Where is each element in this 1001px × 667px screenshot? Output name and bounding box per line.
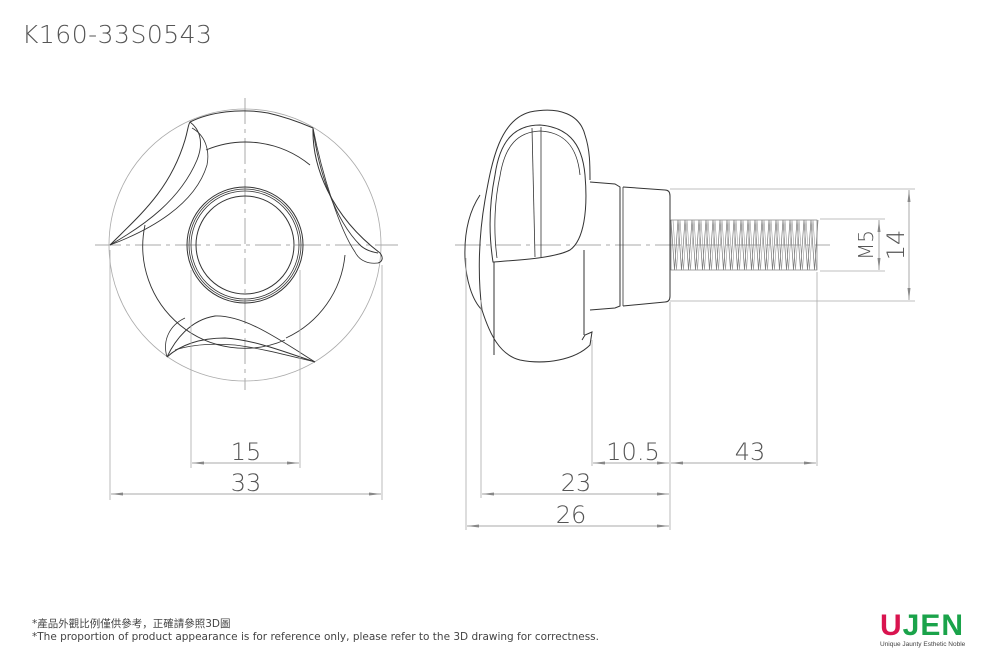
front-view: 15 33	[95, 98, 398, 500]
dim-shank-diameter: 14	[882, 230, 910, 261]
note-english: *The proportion of product appearance is…	[32, 631, 599, 643]
dim-total-length: 26	[556, 501, 587, 529]
part-number-title: K160-33S0543	[22, 20, 213, 49]
dim-thread-length: 43	[735, 438, 766, 466]
thread	[670, 219, 819, 271]
note-chinese: *產品外觀比例僅供參考，正確請參照3D圖	[32, 618, 231, 630]
dim-body-length: 23	[561, 469, 592, 497]
dim-front-inner: 15	[231, 438, 262, 466]
logo-letters-jen: JEN	[902, 609, 965, 642]
ujen-logo: UJEN Unique Jaunty Esthetic Noble	[880, 609, 966, 649]
side-view: M5 14 10.5 43 23 26	[455, 109, 915, 530]
dim-shank-length: 10.5	[606, 438, 659, 466]
logo-tagline: Unique Jaunty Esthetic Noble	[880, 641, 966, 648]
dim-front-outer: 33	[231, 469, 262, 497]
logo-letter-u: U	[880, 609, 903, 642]
dim-thread-spec: M5	[854, 230, 878, 260]
